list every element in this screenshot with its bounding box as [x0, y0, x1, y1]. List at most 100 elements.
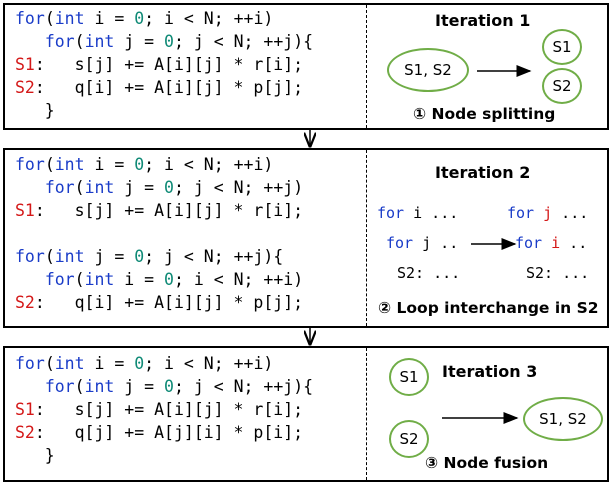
code-token: j =	[84, 247, 135, 266]
code-line: S2: q[j] += A[j][i] * p[i];	[15, 421, 313, 444]
code-token: for	[44, 377, 75, 396]
code-token: j	[543, 204, 553, 222]
iteration-2-title: Iteration 2	[435, 163, 531, 182]
code-token: i ...	[404, 204, 459, 222]
code-token: for	[15, 155, 45, 174]
code-token: j ..	[413, 234, 459, 252]
iteration-3-title: Iteration 3	[442, 362, 538, 381]
code-token: for	[386, 234, 414, 252]
code-token: j =	[114, 178, 165, 197]
code-token: ; i < N; ++i)	[144, 9, 274, 28]
iteration-2-caption: ② Loop interchange in S2	[378, 299, 599, 317]
split-arrow	[477, 65, 532, 77]
code-line: for(int j = 0; j < N; ++j){	[15, 375, 313, 398]
node-s1: S1	[542, 29, 582, 65]
code-token: }	[15, 446, 55, 465]
code-token: int	[84, 32, 115, 51]
code-token: 0	[134, 155, 145, 174]
iteration-1-panel: for(int i = 0; i < N; ++i) for(int j = 0…	[3, 3, 609, 130]
code-token: S2: ...	[526, 264, 590, 282]
code-token	[534, 204, 543, 222]
right-loop-inner: for i ..	[515, 234, 587, 252]
code-token: for	[15, 247, 45, 266]
code-token: ; j < N; ++j){	[173, 32, 314, 51]
code-line: }	[15, 444, 313, 467]
code-token: (	[44, 247, 55, 266]
code-token: (	[74, 270, 85, 289]
code-token: int	[54, 247, 85, 266]
code-token: 0	[164, 377, 174, 396]
code-token: j =	[114, 377, 165, 396]
iteration-1-caption: ① Node splitting	[413, 105, 556, 123]
node-s1-s2: S1, S2	[523, 397, 603, 441]
code-token: (	[74, 178, 85, 197]
code-token: for	[507, 204, 535, 222]
iteration-3-panel: for(int i = 0; i < N; ++i) for(int j = 0…	[3, 346, 609, 482]
interchange-arrow	[471, 238, 517, 250]
code-line: S2: q[i] += A[i][j] * p[j];	[15, 76, 313, 99]
code-token: ; j < N; ++j){	[173, 377, 314, 396]
code-token: S2	[15, 293, 35, 312]
code-token: S1	[15, 400, 35, 419]
panel-divider	[366, 348, 367, 480]
code-token: for	[44, 270, 75, 289]
code-token: ; i < N; ++i)	[173, 270, 304, 289]
code-token: int	[84, 178, 115, 197]
code-token: ; j < N; ++j)	[173, 178, 304, 197]
code-line: for(int i = 0; i < N; ++i)	[15, 153, 303, 176]
code-line: S1: s[j] += A[i][j] * r[i];	[15, 53, 313, 76]
code-line: for(int j = 0; j < N; ++j)	[15, 176, 303, 199]
code-token: ...	[552, 204, 589, 222]
node-s1-s2: S1, S2	[387, 48, 469, 92]
code-token: int	[84, 270, 115, 289]
panel-divider	[366, 5, 367, 128]
code-line: for(int i = 0; i < N; ++i)	[15, 268, 303, 291]
code-token: : q[i] += A[i][j] * p[j];	[34, 78, 304, 97]
code-line: for(int i = 0; i < N; ++i)	[15, 7, 313, 30]
iteration-1-code: for(int i = 0; i < N; ++i) for(int j = 0…	[15, 7, 313, 122]
code-token: S1	[15, 201, 35, 220]
code-token: : s[j] += A[i][j] * r[i];	[34, 201, 304, 220]
code-token: S2: ...	[397, 264, 461, 282]
code-line: for(int i = 0; i < N; ++i)	[15, 352, 313, 375]
code-token: for	[15, 354, 45, 373]
node-s2: S2	[389, 420, 429, 458]
code-token: 0	[164, 270, 174, 289]
left-loop-body: S2: ...	[397, 264, 460, 282]
iteration-2-panel: for(int i = 0; i < N; ++i) for(int j = 0…	[3, 148, 609, 328]
code-token: S1	[15, 55, 35, 74]
code-token: int	[54, 155, 85, 174]
right-loop-outer: for j ...	[507, 204, 588, 222]
code-token: for	[44, 178, 75, 197]
code-token: S2	[15, 78, 35, 97]
left-loop-inner: for j ..	[386, 234, 458, 252]
code-line: for(int j = 0; j < N; ++j){	[15, 245, 303, 268]
code-token: : q[i] += A[i][j] * p[j];	[34, 293, 304, 312]
node-s1: S1	[389, 358, 429, 396]
iteration-2-code: for(int i = 0; i < N; ++i) for(int j = 0…	[15, 153, 303, 314]
code-token: 0	[134, 354, 145, 373]
code-token: (	[74, 32, 85, 51]
iteration-3-caption: ③ Node fusion	[425, 454, 549, 472]
code-token: (	[74, 377, 85, 396]
fusion-arrow	[442, 412, 519, 424]
code-line: S1: s[j] += A[i][j] * r[i];	[15, 398, 313, 421]
code-token: i	[551, 234, 561, 252]
code-token: int	[54, 9, 85, 28]
code-token: (	[44, 354, 55, 373]
code-token: ; i < N; ++i)	[144, 354, 274, 373]
code-token: (	[44, 155, 55, 174]
iteration-3-code: for(int i = 0; i < N; ++i) for(int j = 0…	[15, 352, 313, 467]
code-token: : s[j] += A[i][j] * r[i];	[34, 55, 304, 74]
code-line: }	[15, 99, 313, 122]
code-token: 0	[134, 9, 145, 28]
code-token: i =	[84, 9, 135, 28]
code-token: ; j < N; ++j){	[144, 247, 284, 266]
code-token: i =	[114, 270, 165, 289]
code-line: S2: q[i] += A[i][j] * p[j];	[15, 291, 303, 314]
code-token: j =	[114, 32, 165, 51]
code-token: for	[515, 234, 543, 252]
code-token: (	[44, 9, 55, 28]
code-token: ..	[560, 234, 588, 252]
code-token: for	[15, 9, 45, 28]
